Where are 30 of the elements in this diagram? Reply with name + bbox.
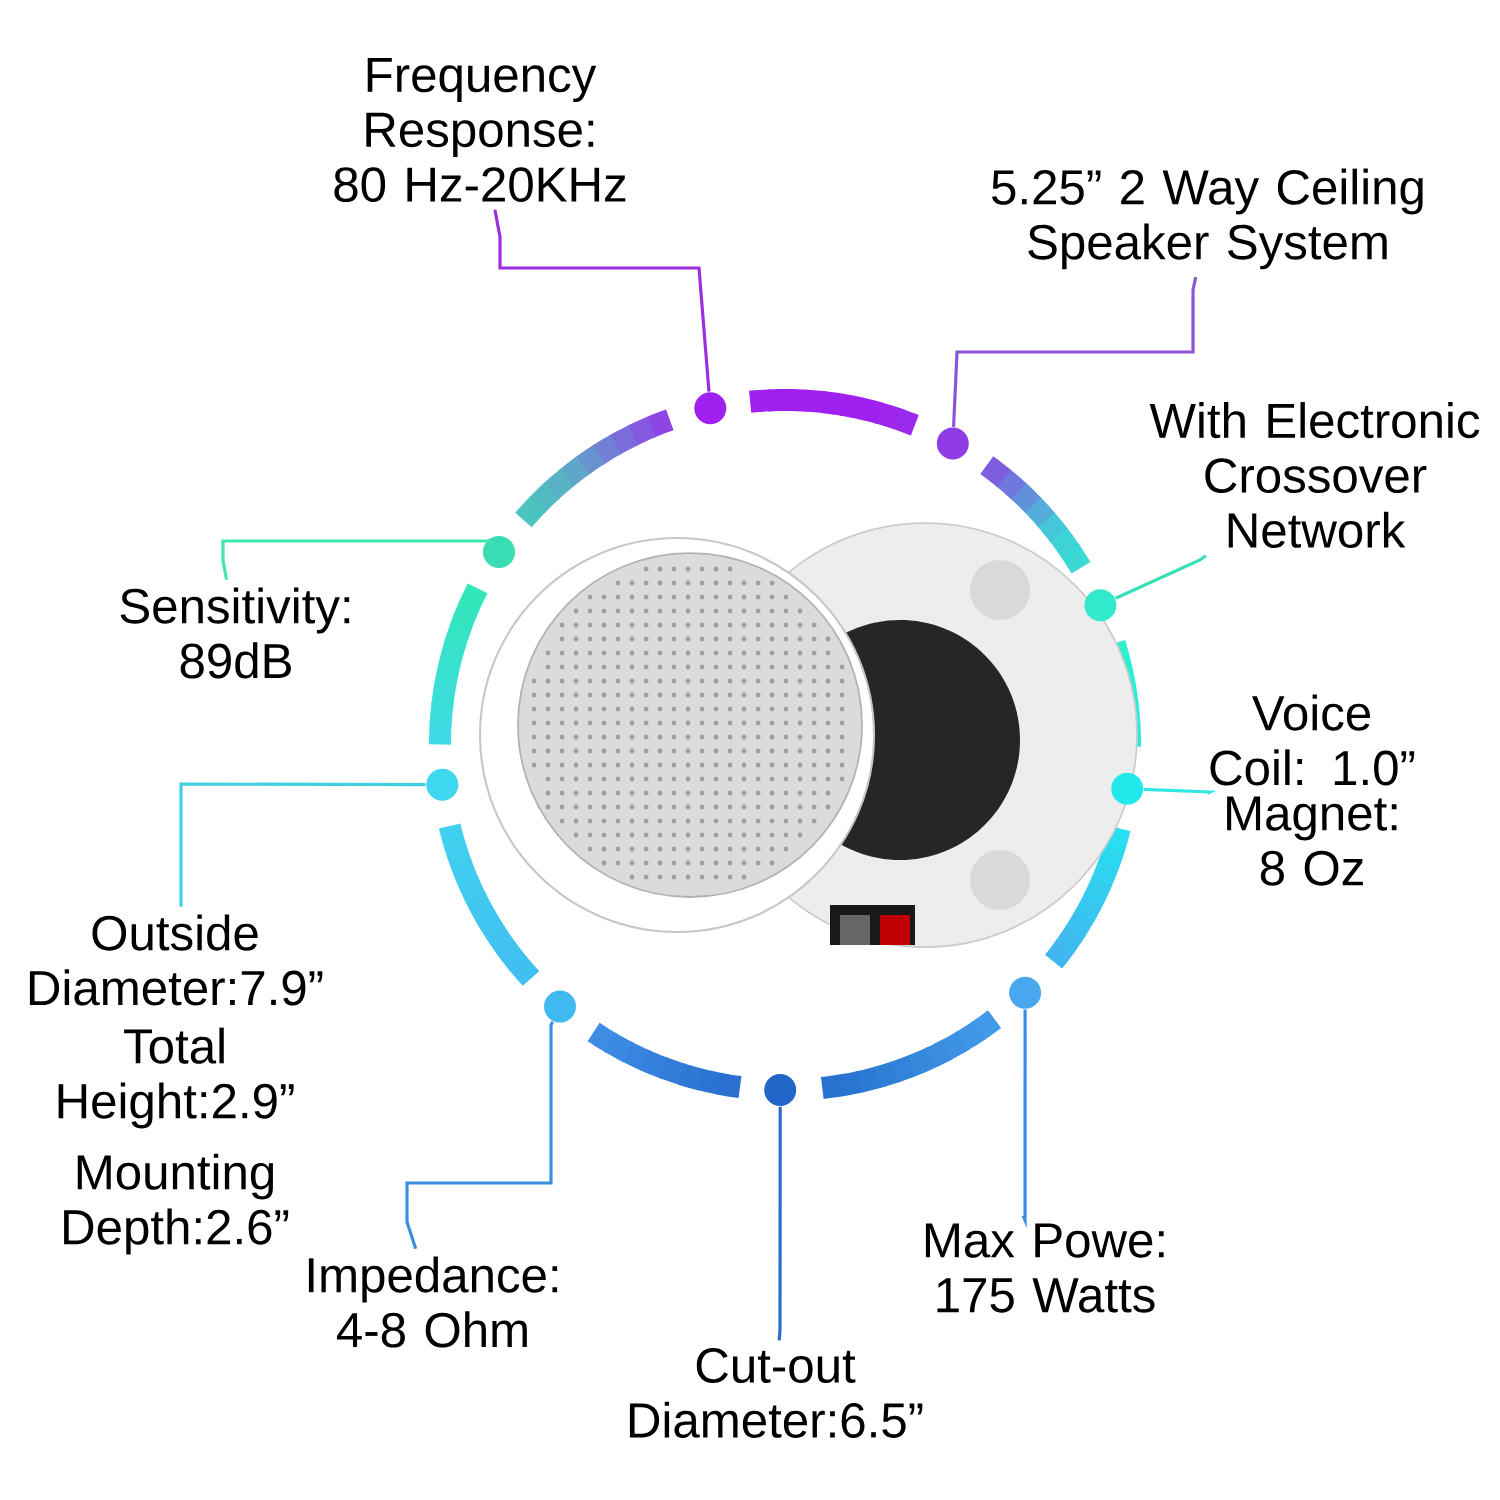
spec-text: With Electronic Crossover Network xyxy=(1149,402,1480,548)
spec-text: Outside Diameter:7.9” xyxy=(29,914,323,1006)
leader-line xyxy=(493,209,711,392)
leader-line xyxy=(1143,787,1217,795)
leader-line xyxy=(1114,554,1207,600)
spec-text: 5.25” 2 Way Ceiling Speaker System xyxy=(992,168,1423,270)
leader-line xyxy=(952,276,1198,427)
marker-dot xyxy=(1111,772,1144,805)
spec-text: Impedance: 4-8 Ohm xyxy=(308,1256,558,1348)
spec-text: Magnet: 8 Oz xyxy=(1227,796,1397,886)
marker-dot xyxy=(1009,976,1042,1009)
spec-text: Sensitivity: 89dB xyxy=(120,587,350,679)
spec-text: Frequency Response: 80 Hz-20KHz xyxy=(334,57,626,203)
marker-dot xyxy=(936,427,969,460)
marker-dot xyxy=(544,990,576,1023)
spec-text: Total Height:2.9” xyxy=(58,1027,294,1129)
leader-line xyxy=(179,782,426,907)
marker-dot xyxy=(1084,589,1117,622)
spec-text: Max Powe: 175 Watts xyxy=(925,1223,1164,1313)
marker-dot xyxy=(764,1074,797,1106)
marker-dot xyxy=(694,392,727,425)
leader-line xyxy=(1021,1009,1027,1228)
marker-dot xyxy=(483,536,515,569)
spec-text: Cut-out Diameter:6.5” xyxy=(629,1348,923,1438)
leader-line xyxy=(405,1020,555,1250)
leader-line xyxy=(777,1106,782,1341)
spec-text: Voice Coil: 1.0” xyxy=(1210,694,1415,786)
leader-line xyxy=(221,538,494,581)
marker-dot xyxy=(426,768,459,801)
spec-text: Mounting Depth:2.6” xyxy=(64,1153,289,1255)
